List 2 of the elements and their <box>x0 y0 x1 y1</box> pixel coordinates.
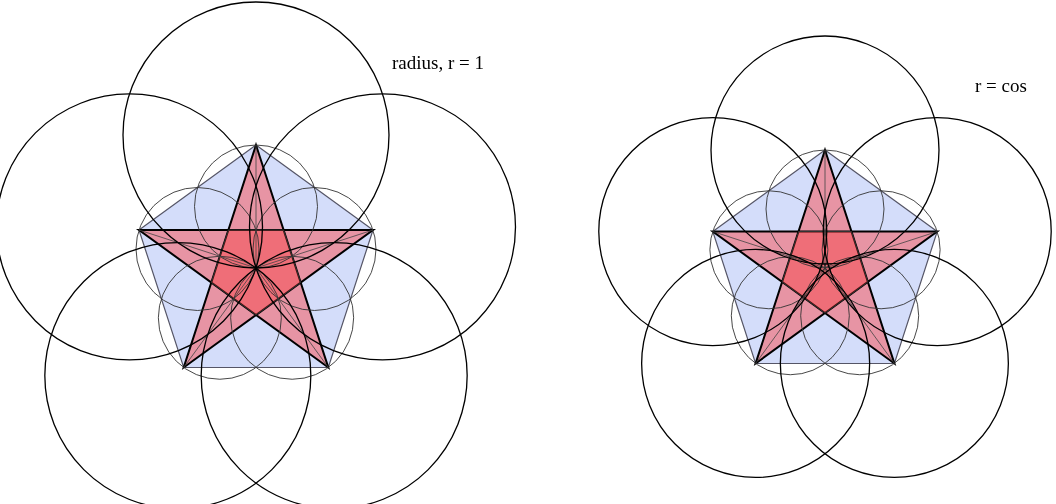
radius-label: r = cos <box>975 75 1027 97</box>
radius-label: radius, r = 1 <box>392 52 484 74</box>
